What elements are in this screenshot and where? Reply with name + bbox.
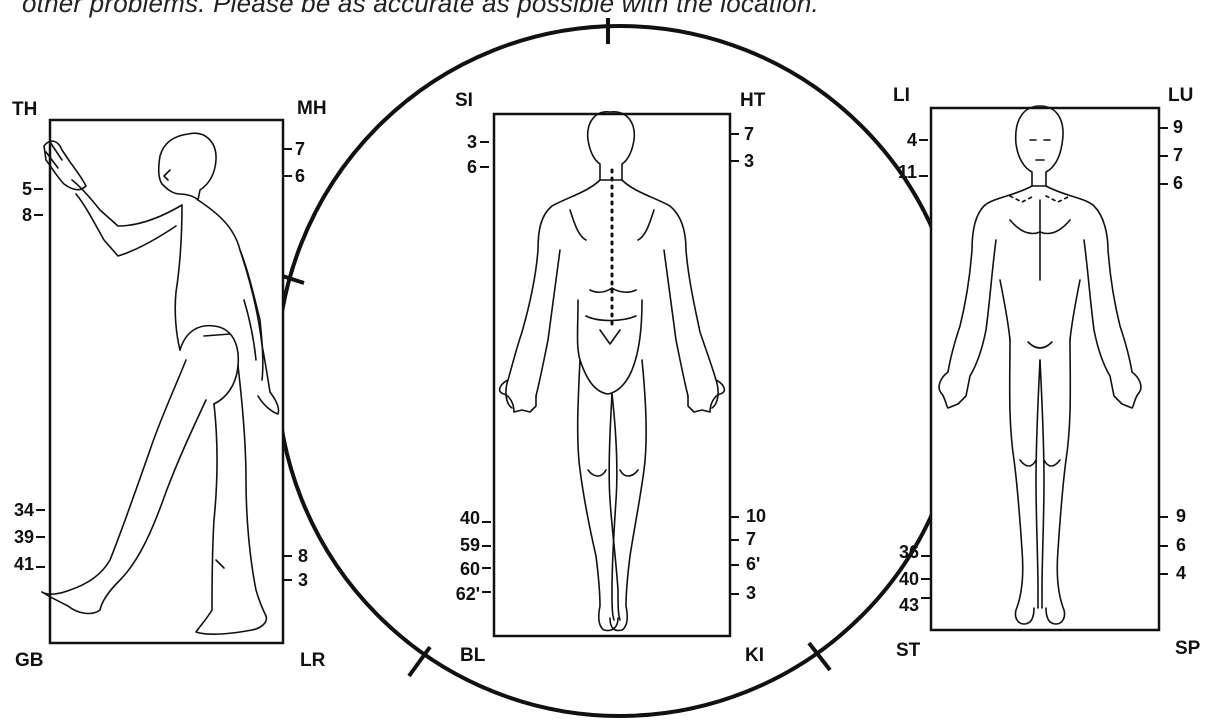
point-tick xyxy=(283,579,292,581)
point-tick xyxy=(480,166,489,168)
point-number: 40 xyxy=(879,570,919,588)
point-number: 40 xyxy=(440,509,480,527)
meridian-label-ht: HT xyxy=(740,91,765,111)
point-tick xyxy=(1159,155,1168,157)
point-tick xyxy=(482,545,491,547)
point-tick xyxy=(730,539,739,541)
meridian-label-sp: SP xyxy=(1175,639,1200,659)
point-tick xyxy=(283,148,292,150)
meridian-label-bl: BL xyxy=(460,646,485,666)
point-number: 6 xyxy=(1173,174,1213,192)
point-number: 60 xyxy=(440,560,480,578)
point-number: 10 xyxy=(746,507,786,525)
meridian-label-st: ST xyxy=(896,641,920,661)
point-number: 34 xyxy=(0,501,34,519)
point-tick xyxy=(919,175,928,177)
point-number: 9 xyxy=(1173,118,1213,136)
point-tick xyxy=(36,509,45,511)
point-number: 8 xyxy=(298,547,338,565)
point-tick xyxy=(1159,545,1168,547)
point-number: 7 xyxy=(746,530,786,548)
point-tick xyxy=(482,567,491,569)
point-number: 59 xyxy=(440,536,480,554)
meridian-label-lu: LU xyxy=(1168,86,1193,106)
point-number: 9 xyxy=(1176,507,1214,525)
point-tick xyxy=(1159,573,1168,575)
point-number: 6 xyxy=(295,167,335,185)
point-number: 7 xyxy=(295,140,335,158)
point-tick xyxy=(283,555,292,557)
meridian-label-mh: MH xyxy=(297,99,327,119)
point-tick xyxy=(1159,127,1168,129)
point-tick xyxy=(921,555,930,557)
point-number: 62' xyxy=(440,585,480,603)
point-number: 5 xyxy=(0,180,32,198)
point-number: 3 xyxy=(744,152,784,170)
point-tick xyxy=(921,597,930,599)
point-number: 8 xyxy=(0,206,32,224)
point-number: 6' xyxy=(746,555,786,573)
point-number: 41 xyxy=(0,555,34,573)
point-tick xyxy=(480,141,489,143)
meridian-label-gb: GB xyxy=(15,651,44,671)
point-number: 36 xyxy=(879,543,919,561)
point-tick xyxy=(36,536,45,538)
point-number: 11 xyxy=(877,163,917,181)
point-number: 4 xyxy=(877,131,917,149)
point-number: 7 xyxy=(744,125,784,143)
meridian-label-ki: KI xyxy=(745,646,764,666)
point-number: 7 xyxy=(1173,146,1213,164)
point-tick xyxy=(730,516,739,518)
point-number: 6 xyxy=(437,158,477,176)
point-tick xyxy=(730,160,739,162)
point-tick xyxy=(36,566,45,568)
point-tick xyxy=(34,188,43,190)
point-tick xyxy=(730,593,739,595)
side-view-panel xyxy=(50,120,283,643)
point-tick xyxy=(919,139,928,141)
point-tick xyxy=(482,591,491,593)
meridian-label-si: SI xyxy=(455,91,473,111)
point-number: 3 xyxy=(746,584,786,602)
meridian-label-th: TH xyxy=(12,100,37,120)
point-tick xyxy=(730,564,739,566)
point-number: 39 xyxy=(0,528,34,546)
point-tick xyxy=(921,578,930,580)
point-tick xyxy=(482,521,491,523)
meridian-label-lr: LR xyxy=(300,651,325,671)
point-tick xyxy=(1159,183,1168,185)
point-number: 6 xyxy=(1176,536,1214,554)
point-tick xyxy=(730,133,739,135)
point-number: 43 xyxy=(879,596,919,614)
point-tick xyxy=(34,214,43,216)
point-number: 3 xyxy=(437,133,477,151)
point-tick xyxy=(1159,516,1168,518)
point-number: 4 xyxy=(1176,564,1214,582)
point-number: 3 xyxy=(298,571,338,589)
meridian-label-li: LI xyxy=(893,86,910,106)
point-tick xyxy=(283,175,292,177)
